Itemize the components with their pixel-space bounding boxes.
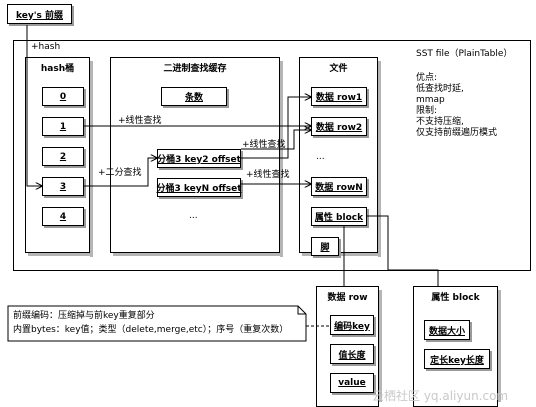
property-block-column: 属性 block xyxy=(413,286,498,407)
hash-bucket-2: 2 xyxy=(42,147,84,166)
fixed-key-length-label: 定长key长度 xyxy=(430,355,484,366)
note-line-1: 前缀编码：压缩掉与前key重复部分 xyxy=(13,311,155,321)
cons-title: 限制: xyxy=(416,106,438,116)
property-shadow-right xyxy=(498,290,501,402)
file-shadow-bottom xyxy=(302,253,381,256)
hash-bucket-shadow-bottom xyxy=(28,253,93,256)
offset-keyN: 分桶3 keyN offset xyxy=(156,178,242,197)
encoded-key-label: 编码key xyxy=(334,321,370,332)
hash-bucket-4: 4 xyxy=(42,207,84,226)
binary-cache-count-label: 条数 xyxy=(184,93,203,103)
binary-cache-shadow-bottom xyxy=(113,253,283,256)
data-row-shadow-right xyxy=(379,290,382,402)
edge-label-binary-search: +二分查找 xyxy=(98,168,142,178)
data-row2-label: 数据 row2 xyxy=(315,123,363,133)
data-row1: 数据 row1 xyxy=(311,87,367,106)
hash-bucket-title: hash桶 xyxy=(40,64,75,74)
hash-bucket-4-label: 4 xyxy=(59,211,67,222)
edge-label-linear-search-1: +线性查找 xyxy=(118,116,162,126)
key-prefix-label: key's 前缀 xyxy=(16,10,63,21)
binary-cache-ellipsis: ... xyxy=(189,211,198,221)
binary-cache-title: 二进制查找缓存 xyxy=(163,64,227,74)
cons-item-2: 仅支持前缀遍历模式 xyxy=(416,128,498,138)
edge-label-linear-search-3: +线性查找 xyxy=(246,170,290,180)
key-prefix-box: key's 前缀 xyxy=(7,4,72,24)
file-shadow-right xyxy=(378,61,381,257)
sst-file-frame xyxy=(13,40,531,271)
value-length-label: 值长度 xyxy=(338,350,366,361)
fixed-key-length-node: 定长key长度 xyxy=(424,349,490,369)
data-rowN-label: 数据 rowN xyxy=(315,183,363,193)
data-row1-label: 数据 row1 xyxy=(315,93,363,103)
cons-item-1: 不支持压缩, xyxy=(416,117,464,127)
pros-item-2: mmap xyxy=(416,95,445,105)
pros-item-1: 低查找时延, xyxy=(416,84,464,94)
binary-cache-shadow-right xyxy=(280,61,283,257)
edge-label-linear-search-2: +线性查找 xyxy=(242,140,286,150)
hash-bucket-1-label: 1 xyxy=(59,121,67,132)
hash-bucket-0: 0 xyxy=(42,87,84,106)
property-block-node: 属性 block xyxy=(311,207,367,226)
binary-cache-count: 条数 xyxy=(161,87,227,106)
file-ellipsis: ... xyxy=(316,152,325,162)
value-node: value xyxy=(330,373,374,393)
data-size-node: 数据大小 xyxy=(424,320,470,340)
footer-node: 脚 xyxy=(311,237,339,256)
offset-keyN-label: 分桶3 keyN offset xyxy=(156,184,242,194)
hash-bucket-3: 3 xyxy=(42,177,84,196)
sst-file-title: SST file（PlainTable） xyxy=(416,49,513,59)
hash-bucket-3-label: 3 xyxy=(59,181,67,192)
data-row-title: 数据 row xyxy=(327,293,368,303)
hash-bucket-2-label: 2 xyxy=(59,151,67,162)
hash-bucket-shadow-right xyxy=(90,61,93,257)
watermark: 云栖社区 yq.aliyun.com xyxy=(372,389,509,403)
hash-edge-label: +hash xyxy=(31,42,61,52)
hash-bucket-0-label: 0 xyxy=(59,91,67,102)
footer-node-label: 脚 xyxy=(320,243,330,253)
hash-bucket-1: 1 xyxy=(42,117,84,136)
encoded-key-node: 编码key xyxy=(330,315,374,335)
value-label: value xyxy=(338,378,366,388)
data-size-label: 数据大小 xyxy=(428,326,465,337)
pros-title: 优点: xyxy=(416,73,438,83)
offset-key2-label: 分桶3 key2 offset xyxy=(157,155,241,165)
property-block-node-label: 属性 block xyxy=(314,213,364,223)
property-block-title: 属性 block xyxy=(431,293,480,303)
file-title: 文件 xyxy=(329,64,348,74)
note-line-2: 内置bytes：key值；类型（delete,merge,etc）；序号（重复次… xyxy=(13,325,289,335)
value-length-node: 值长度 xyxy=(330,344,374,364)
